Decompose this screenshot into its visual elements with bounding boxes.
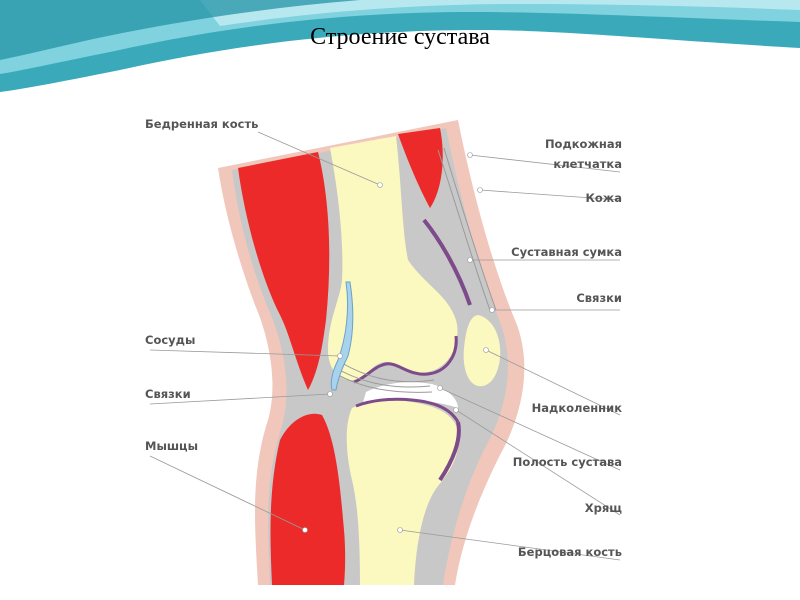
muscle-upper-left	[238, 152, 330, 390]
leader-lines	[149, 131, 621, 561]
joint-cavity	[362, 382, 458, 408]
femur-bone	[328, 136, 458, 381]
label-ligaments-left: Связки	[145, 387, 191, 401]
cartilage-line-upper	[353, 335, 458, 384]
joint-capsule-line	[422, 218, 472, 482]
slide-title: Строение сустава	[310, 24, 490, 50]
label-skin: Кожа	[585, 191, 622, 205]
muscle-upper-right	[398, 128, 443, 208]
label-vessels: Сосуды	[145, 333, 195, 347]
patella-bone	[463, 315, 501, 387]
knee-joint-diagram: Бедренная кость Подкожная клетчатка Кожа…	[145, 117, 623, 585]
tibia-bone	[346, 400, 459, 585]
cartilage-line-lower	[355, 397, 460, 423]
blood-vessel	[330, 281, 354, 391]
label-cartilage: Хрящ	[585, 501, 622, 515]
label-ligaments-right: Связки	[576, 291, 622, 305]
label-subcutaneous-line1: Подкожная	[545, 137, 622, 151]
label-tibia: Берцовая кость	[518, 545, 622, 559]
slide-wave-dark	[0, 0, 360, 60]
label-femur: Бедренная кость	[145, 117, 258, 131]
label-patella: Надколенник	[532, 401, 623, 415]
slide-wave-highlight	[200, 0, 800, 26]
muscle-lower	[270, 413, 346, 585]
ligament-fibres	[335, 147, 497, 393]
label-joint-capsule: Суставная сумка	[511, 245, 622, 259]
label-subcutaneous-line2: клетчатка	[553, 157, 622, 171]
label-muscles: Мышцы	[145, 439, 198, 453]
label-joint-cavity: Полость сустава	[513, 455, 622, 469]
